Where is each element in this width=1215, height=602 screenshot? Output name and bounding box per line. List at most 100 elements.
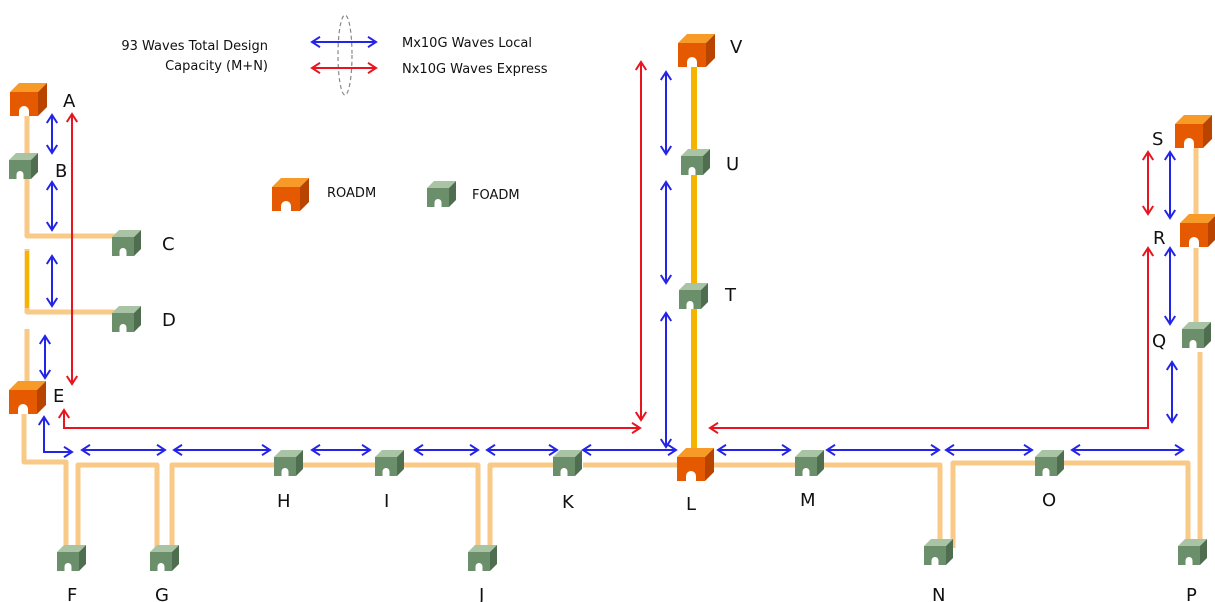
- local-arrow: [944, 443, 1034, 457]
- node-label-k: K: [562, 492, 575, 513]
- node-label-n: N: [932, 585, 945, 602]
- legend-foadm-label: FOADM: [472, 188, 520, 203]
- network-nodes: A B C D E F G H I J K L M N O P Q R S T U V: [9, 34, 1215, 602]
- node-k-icon: [553, 450, 582, 476]
- node-label-u: U: [726, 154, 739, 175]
- node-i-icon: [375, 450, 404, 476]
- node-label-d: D: [162, 310, 176, 331]
- node-d-icon: [112, 306, 141, 332]
- node-label-a: A: [63, 91, 76, 112]
- fiber-links: [21, 60, 1203, 560]
- node-m-icon: [795, 450, 824, 476]
- node-label-j: J: [478, 585, 484, 602]
- legend: 93 Waves Total Design Capacity (M+N) Mx1…: [121, 14, 548, 211]
- local-arrow: [80, 443, 167, 457]
- foadm-icon: [427, 181, 456, 207]
- node-label-e: E: [53, 386, 64, 407]
- node-u-icon: [681, 149, 710, 175]
- node-r-icon: [1180, 214, 1215, 247]
- fiber-link: [950, 460, 1048, 548]
- local-arrow: [38, 334, 52, 380]
- node-c-icon: [112, 230, 141, 256]
- local-arrow: [45, 180, 59, 232]
- local-arrow: [1163, 246, 1177, 326]
- node-f-icon: [57, 545, 86, 571]
- fiber-link: [1061, 460, 1191, 548]
- local-arrow: [172, 443, 272, 457]
- node-label-g: G: [155, 585, 169, 602]
- legend-capacity-line-2: Capacity (M+N): [165, 59, 268, 74]
- node-label-o: O: [1042, 490, 1056, 511]
- node-label-h: H: [277, 491, 291, 512]
- local-arrow: [45, 254, 59, 308]
- local-arrow: [37, 415, 74, 459]
- node-label-t: T: [724, 285, 737, 306]
- local-arrow: [581, 443, 678, 457]
- fiber-link: [75, 462, 160, 560]
- fiber-link: [487, 462, 570, 560]
- node-label-c: C: [162, 234, 175, 255]
- fiber-link: [24, 110, 122, 239]
- node-label-i: I: [384, 491, 389, 512]
- express-arrow: [708, 246, 1155, 435]
- node-t-icon: [679, 283, 708, 309]
- local-arrow: [716, 443, 792, 457]
- node-label-q: Q: [1152, 331, 1166, 352]
- fiber-link: [401, 462, 481, 560]
- local-arrow: [485, 443, 559, 457]
- node-label-s: S: [1152, 129, 1163, 150]
- node-label-l: L: [686, 494, 696, 515]
- roadm-icon: [272, 178, 309, 211]
- node-label-f: F: [67, 585, 77, 602]
- node-a-icon: [10, 83, 47, 116]
- legend-express-label: Nx10G Waves Express: [402, 62, 548, 77]
- node-v-icon: [678, 34, 715, 67]
- local-arrow: [659, 180, 673, 285]
- node-g-icon: [150, 545, 179, 571]
- local-arrow: [825, 443, 941, 457]
- node-p-icon: [1178, 539, 1207, 565]
- legend-capacity-line-1: 93 Waves Total Design: [121, 39, 268, 54]
- node-h-icon: [274, 450, 303, 476]
- fiber-link: [818, 462, 943, 548]
- node-n-icon: [924, 539, 953, 565]
- node-l-icon: [677, 448, 714, 481]
- legend-express-arrow: [310, 61, 378, 75]
- local-arrow: [1163, 150, 1177, 220]
- node-label-r: R: [1153, 228, 1166, 249]
- legend-local-arrow: [310, 35, 378, 49]
- local-arrow: [413, 443, 480, 457]
- legend-local-label: Mx10G Waves Local: [402, 36, 532, 51]
- node-label-v: V: [730, 37, 743, 58]
- local-arrow: [310, 443, 372, 457]
- wave-arrows: [37, 60, 1185, 459]
- legend-roadm-icon: [272, 178, 309, 211]
- local-arrow: [659, 70, 673, 156]
- fiber-link: [24, 249, 122, 315]
- legend-group-ellipse: [337, 14, 353, 96]
- node-j-icon: [468, 545, 497, 571]
- local-arrow: [659, 311, 673, 449]
- express-arrow: [65, 112, 79, 386]
- node-label-p: P: [1186, 585, 1197, 602]
- node-e-icon: [9, 381, 46, 414]
- node-label-m: M: [800, 490, 816, 511]
- fiber-link: [21, 410, 69, 560]
- local-arrow: [1165, 360, 1179, 424]
- node-s-icon: [1175, 115, 1212, 148]
- legend-foadm-icon: [427, 181, 456, 207]
- express-arrow: [634, 60, 648, 422]
- legend-arrows: [310, 35, 378, 75]
- node-b-icon: [9, 153, 38, 179]
- local-arrow: [1070, 443, 1185, 457]
- legend-roadm-label: ROADM: [327, 186, 376, 201]
- node-o-icon: [1035, 450, 1064, 476]
- node-label-b: B: [55, 161, 67, 182]
- express-arrow: [57, 408, 642, 435]
- node-q-icon: [1182, 322, 1211, 348]
- fiber-link: [169, 462, 283, 560]
- express-arrow: [1141, 150, 1155, 216]
- local-arrow: [45, 113, 59, 155]
